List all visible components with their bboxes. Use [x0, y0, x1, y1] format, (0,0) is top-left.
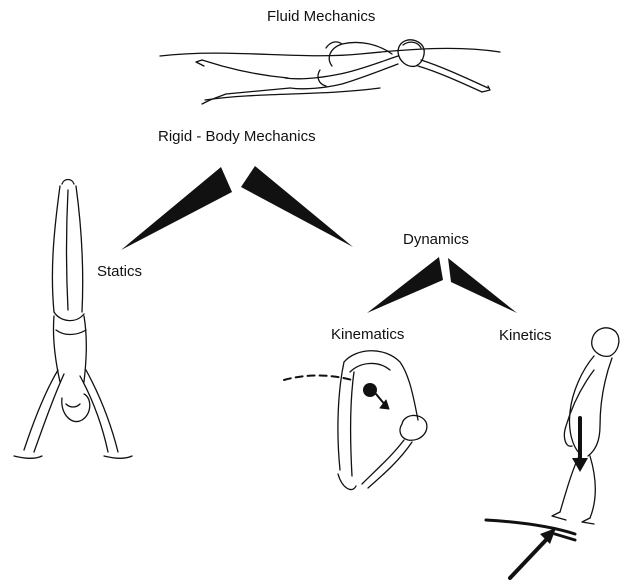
center-of-mass-dot: [363, 383, 377, 397]
branch-to-statics: [121, 167, 232, 250]
branch-to-kinetics: [448, 258, 517, 313]
kinetics-label: Kinetics: [499, 327, 552, 345]
dynamics-label: Dynamics: [403, 231, 469, 249]
swimmer-illustration: [160, 40, 500, 104]
kinematics-label: Kinematics: [331, 326, 404, 344]
statics-label: Statics: [97, 263, 142, 281]
branch-to-dynamics: [241, 166, 353, 247]
branch-to-kinematics: [367, 257, 443, 313]
pike-dive-illustration: [284, 351, 427, 490]
kinetics-diver-illustration: [486, 328, 619, 578]
rigid-body-mechanics-label: Rigid - Body Mechanics: [158, 128, 316, 146]
handstand-illustration: [14, 180, 132, 459]
fluid-mechanics-label: Fluid Mechanics: [267, 8, 375, 26]
